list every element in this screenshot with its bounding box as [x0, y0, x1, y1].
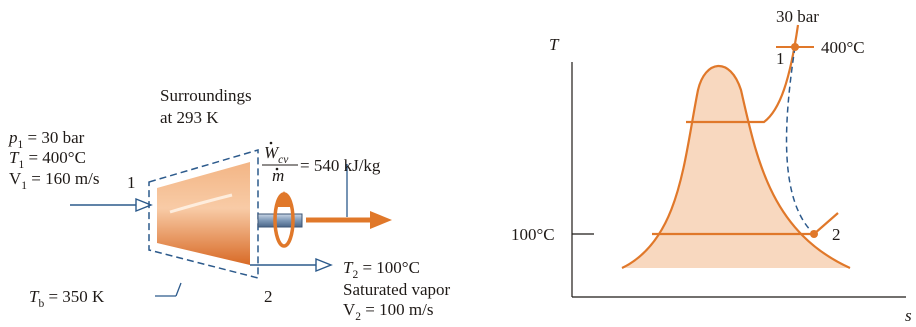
ts-diagram: T s 30 bar 400°C 1 2 100°C [511, 7, 912, 325]
inlet-pressure-label: p1 = 30 bar [8, 128, 85, 151]
temperature-tick-label: 100°C [511, 225, 555, 244]
inlet-state-label: 1 [127, 173, 136, 192]
point1-label: 1 [776, 49, 785, 68]
turbine-highlight [169, 193, 233, 214]
inlet-arrowhead [135, 197, 153, 213]
work-arrowhead [370, 211, 392, 229]
state-point-2 [810, 230, 818, 238]
state-point-1 [791, 43, 799, 51]
x-axis-label: s [905, 306, 912, 325]
mass-flow-denominator: m [272, 166, 284, 185]
turbine-shaft [257, 213, 303, 228]
point2-label: 2 [832, 225, 841, 244]
outlet-temperature-label: T2 = 100°C [343, 258, 420, 281]
surroundings-temperature-label: at 293 K [160, 108, 219, 127]
control-volume-boundary [148, 148, 259, 279]
specific-work-value: = 540 kJ/kg [300, 156, 381, 175]
y-axis-label: T [549, 35, 560, 54]
expansion-process-path [785, 46, 815, 235]
inlet-velocity-label: V1 = 160 m/s [9, 169, 99, 192]
mass-flow-dot [275, 167, 279, 171]
pressure-label: 30 bar [776, 7, 819, 26]
turbine-schematic: Surroundings at 293 K p1 = 30 bar T1 = 4… [8, 86, 450, 323]
boundary-temperature-label: Tb = 350 K [29, 287, 105, 310]
rotation-arrowhead [276, 191, 292, 207]
surroundings-label: Surroundings [160, 86, 252, 105]
work-rate-dot [269, 141, 273, 145]
outlet-arrowhead [315, 257, 333, 273]
inlet-temperature-label: T1 = 400°C [9, 148, 86, 171]
saturation-dome-curve [621, 64, 851, 270]
saturation-dome-fill [622, 65, 850, 268]
boundary-leader-tick [175, 282, 182, 297]
work-rate-numerator: Wcv [264, 143, 289, 166]
point1-temperature-label: 400°C [821, 38, 865, 57]
outlet-phase-label: Saturated vapor [343, 280, 450, 299]
outlet-velocity-label: V2 = 100 m/s [343, 300, 433, 323]
turbine-body [157, 162, 250, 265]
outlet-state-label: 2 [264, 287, 273, 306]
